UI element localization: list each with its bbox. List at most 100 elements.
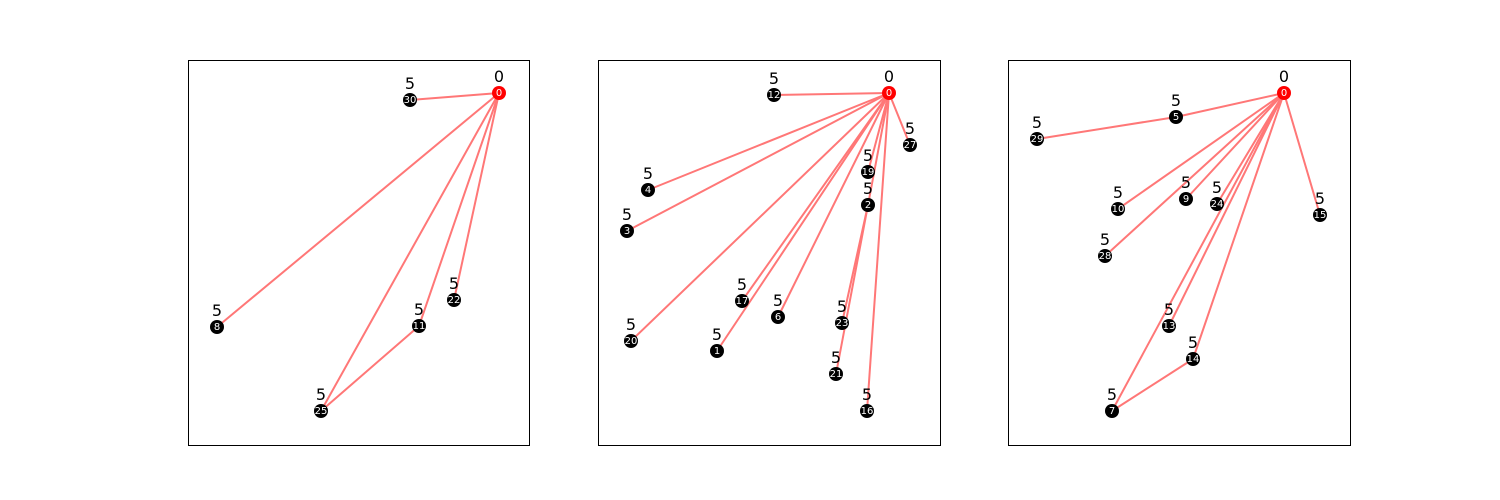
node-circle bbox=[641, 183, 655, 197]
edge-0-27 bbox=[888, 92, 911, 146]
edge-0-19 bbox=[867, 92, 890, 173]
edge-7-14 bbox=[1111, 358, 1194, 412]
node-id-label: 14 bbox=[1187, 354, 1200, 365]
node-value-label: 5 bbox=[863, 146, 873, 165]
edge-0-12 bbox=[773, 92, 890, 96]
node-9: 95 bbox=[1179, 173, 1193, 206]
node-value-label: 0 bbox=[494, 67, 504, 86]
edge-0-6 bbox=[777, 92, 890, 318]
node-id-label: 3 bbox=[624, 226, 630, 237]
node-id-label: 29 bbox=[1031, 134, 1044, 145]
node-circle bbox=[447, 293, 461, 307]
edge-5-29 bbox=[1036, 116, 1177, 140]
node-1: 15 bbox=[710, 325, 724, 358]
node-12: 125 bbox=[767, 69, 781, 102]
node-id-label: 15 bbox=[1314, 210, 1327, 221]
edge-0-13 bbox=[1168, 92, 1285, 327]
node-21: 215 bbox=[829, 348, 843, 381]
node-id-label: 23 bbox=[836, 318, 849, 329]
node-circle bbox=[1179, 192, 1193, 206]
edge-0-28 bbox=[1104, 92, 1285, 257]
panel-3-frame bbox=[1008, 60, 1351, 446]
edge-0-3 bbox=[626, 92, 890, 232]
panel-1-frame bbox=[188, 60, 530, 446]
node-circle bbox=[1098, 249, 1112, 263]
node-circle bbox=[1186, 352, 1200, 366]
edge-0-30 bbox=[409, 92, 500, 101]
node-id-label: 27 bbox=[904, 140, 917, 151]
edge-0-15 bbox=[1283, 92, 1321, 216]
node-value-label: 5 bbox=[773, 291, 783, 310]
node-circle bbox=[1313, 208, 1327, 222]
node-circle bbox=[771, 310, 785, 324]
node-2: 25 bbox=[861, 179, 875, 212]
node-circle bbox=[624, 334, 638, 348]
node-circle bbox=[903, 138, 917, 152]
edge-0-8 bbox=[216, 92, 500, 328]
node-value-label: 5 bbox=[1212, 178, 1222, 197]
edge-0-24 bbox=[1216, 92, 1285, 205]
node-circle bbox=[1162, 319, 1176, 333]
node-circle bbox=[412, 319, 426, 333]
node-id-label: 30 bbox=[404, 95, 417, 106]
node-circle bbox=[1169, 110, 1183, 124]
node-5: 55 bbox=[1169, 91, 1183, 124]
node-value-label: 5 bbox=[622, 205, 632, 224]
node-id-label: 12 bbox=[768, 90, 781, 101]
node-id-label: 2 bbox=[865, 200, 871, 211]
node-circle bbox=[1105, 404, 1119, 418]
node-circle bbox=[860, 404, 874, 418]
edge-0-10 bbox=[1117, 92, 1285, 210]
node-id-label: 25 bbox=[315, 406, 328, 417]
node-19: 195 bbox=[861, 146, 875, 179]
node-id-label: 22 bbox=[448, 295, 461, 306]
node-circle bbox=[620, 224, 634, 238]
root-node: 00 bbox=[882, 67, 896, 100]
edge-0-16 bbox=[866, 92, 890, 412]
node-value-label: 5 bbox=[1032, 113, 1042, 132]
edge-0-1 bbox=[716, 92, 890, 352]
node-circle bbox=[861, 198, 875, 212]
node-circle bbox=[829, 367, 843, 381]
node-value-label: 5 bbox=[405, 74, 415, 93]
edge-2-21 bbox=[835, 204, 869, 375]
edge-0-20 bbox=[630, 92, 890, 342]
node-value-label: 5 bbox=[905, 119, 915, 138]
node-value-label: 5 bbox=[837, 297, 847, 316]
node-circle bbox=[403, 93, 417, 107]
node-value-label: 5 bbox=[1188, 333, 1198, 352]
node-14: 145 bbox=[1186, 333, 1200, 366]
node-value-label: 5 bbox=[1164, 300, 1174, 319]
node-id-label: 21 bbox=[830, 369, 843, 380]
node-value-label: 5 bbox=[1171, 91, 1181, 110]
node-15: 155 bbox=[1313, 189, 1327, 222]
node-value-label: 5 bbox=[449, 274, 459, 293]
node-circle bbox=[314, 404, 328, 418]
node-circle bbox=[210, 320, 224, 334]
panel-2-edges bbox=[626, 92, 911, 412]
node-10: 105 bbox=[1111, 183, 1125, 216]
node-circle bbox=[1210, 197, 1224, 211]
node-id-label: 0 bbox=[1281, 88, 1287, 99]
node-id-label: 0 bbox=[496, 88, 502, 99]
node-3: 35 bbox=[620, 205, 634, 238]
node-circle bbox=[735, 294, 749, 308]
node-value-label: 5 bbox=[737, 275, 747, 294]
node-id-label: 13 bbox=[1163, 321, 1176, 332]
edge-0-14 bbox=[1192, 92, 1285, 360]
node-value-label: 0 bbox=[884, 67, 894, 86]
node-value-label: 5 bbox=[414, 300, 424, 319]
node-circle bbox=[767, 88, 781, 102]
node-circle bbox=[710, 344, 724, 358]
node-25: 255 bbox=[314, 385, 328, 418]
node-value-label: 5 bbox=[831, 348, 841, 367]
root-node: 00 bbox=[1277, 67, 1291, 100]
node-value-label: 5 bbox=[212, 301, 222, 320]
edge-11-25 bbox=[320, 325, 420, 412]
node-id-label: 9 bbox=[1183, 194, 1189, 205]
root-node: 00 bbox=[492, 67, 506, 100]
